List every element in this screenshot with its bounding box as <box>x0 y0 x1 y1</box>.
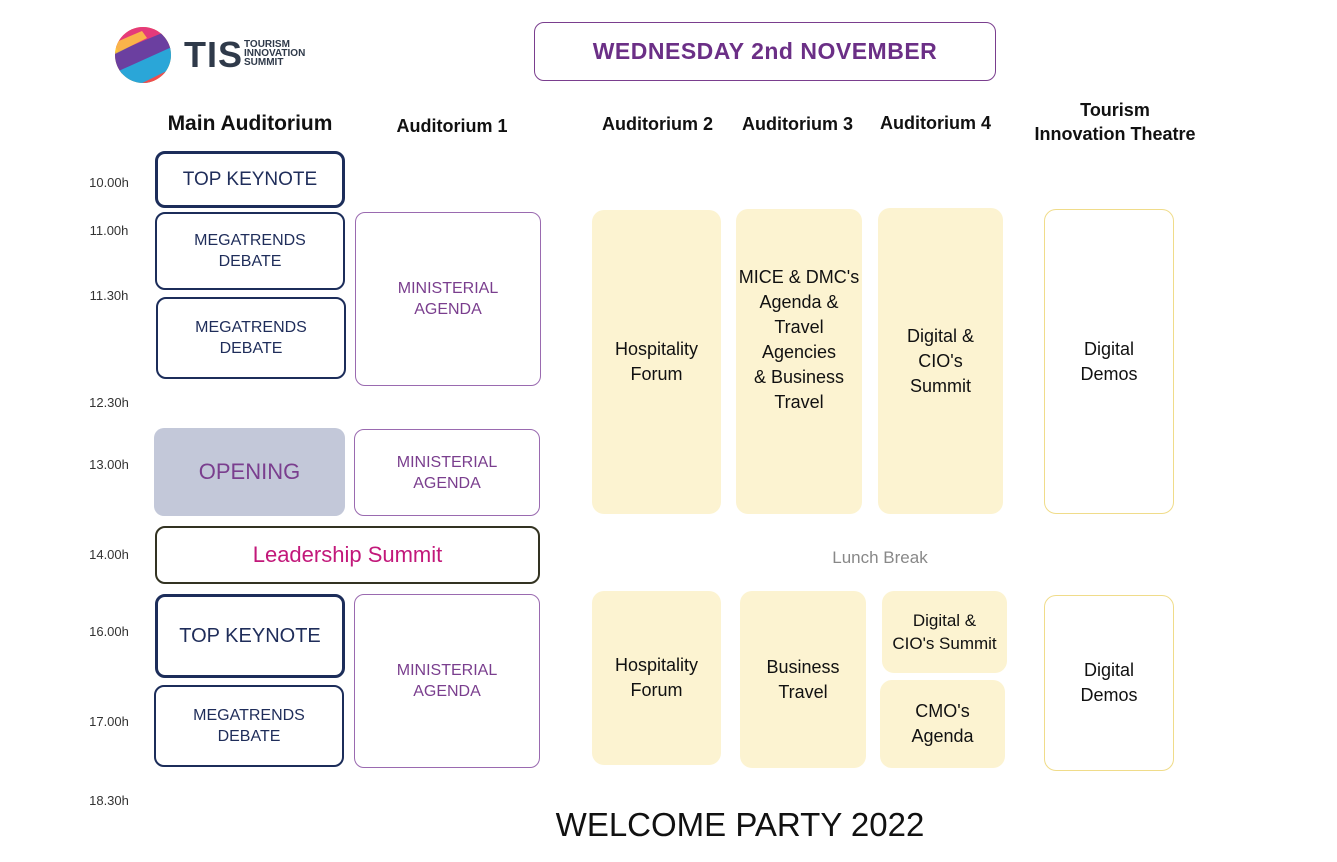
session-ministerial-agenda[interactable]: MINISTERIAL AGENDA <box>354 594 540 768</box>
time-label: 11.30h <box>89 288 129 303</box>
session-mice-dmc-agenda[interactable]: MICE & DMC's Agenda & Travel Agencies & … <box>736 209 862 514</box>
column-auditorium-4: Auditorium 4 <box>880 113 991 133</box>
lunch-break-label: Lunch Break <box>832 548 928 567</box>
session-top-keynote[interactable]: TOP KEYNOTE <box>155 151 345 208</box>
session-megatrends-debate[interactable]: MEGATRENDS DEBATE <box>154 685 344 767</box>
logo-subtitle: TOURISM INNOVATION SUMMIT <box>244 39 306 68</box>
time-label: 10.00h <box>89 175 129 190</box>
tis-logo: TIS TOURISM INNOVATION SUMMIT <box>112 26 327 84</box>
session-top-keynote[interactable]: TOP KEYNOTE <box>155 594 345 678</box>
welcome-party-label: WELCOME PARTY 2022 <box>555 806 925 843</box>
session-digital-demos[interactable]: Digital Demos <box>1044 595 1174 771</box>
session-hospitality-forum[interactable]: Hospitality Forum <box>592 210 721 514</box>
column-auditorium-3: Auditorium 3 <box>742 114 853 134</box>
session-opening[interactable]: OPENING <box>154 428 345 516</box>
globe-logo-icon <box>115 27 171 83</box>
time-label: 16.00h <box>89 624 129 639</box>
time-label: 14.00h <box>89 547 129 562</box>
session-digital-demos[interactable]: Digital Demos <box>1044 209 1174 514</box>
session-digital-cio-summit[interactable]: Digital & CIO's Summit <box>878 208 1003 514</box>
session-business-travel[interactable]: Business Travel <box>740 591 866 768</box>
session-megatrends-debate[interactable]: MEGATRENDS DEBATE <box>156 297 346 379</box>
time-label: 12.30h <box>89 395 129 410</box>
time-label: 11.00h <box>89 223 129 238</box>
column-auditorium-2: Auditorium 2 <box>602 114 713 134</box>
session-leadership-summit[interactable]: Leadership Summit <box>155 526 540 584</box>
session-ministerial-agenda[interactable]: MINISTERIAL AGENDA <box>355 212 541 386</box>
date-header: WEDNESDAY 2nd NOVEMBER <box>534 22 996 81</box>
time-label: 13.00h <box>89 457 129 472</box>
session-megatrends-debate[interactable]: MEGATRENDS DEBATE <box>155 212 345 290</box>
session-hospitality-forum[interactable]: Hospitality Forum <box>592 591 721 765</box>
logo-wordmark: TIS <box>184 34 244 75</box>
time-label: 18.30h <box>89 793 129 808</box>
session-digital-cio-summit[interactable]: Digital & CIO's Summit <box>882 591 1007 673</box>
column-auditorium-1: Auditorium 1 <box>396 116 508 136</box>
column-main-auditorium: Main Auditorium <box>167 112 333 135</box>
column-innovation-theatre: Tourism Innovation Theatre <box>1034 100 1196 144</box>
session-cmo-agenda[interactable]: CMO's Agenda <box>880 680 1005 768</box>
session-ministerial-agenda[interactable]: MINISTERIAL AGENDA <box>354 429 540 516</box>
time-label: 17.00h <box>89 714 129 729</box>
